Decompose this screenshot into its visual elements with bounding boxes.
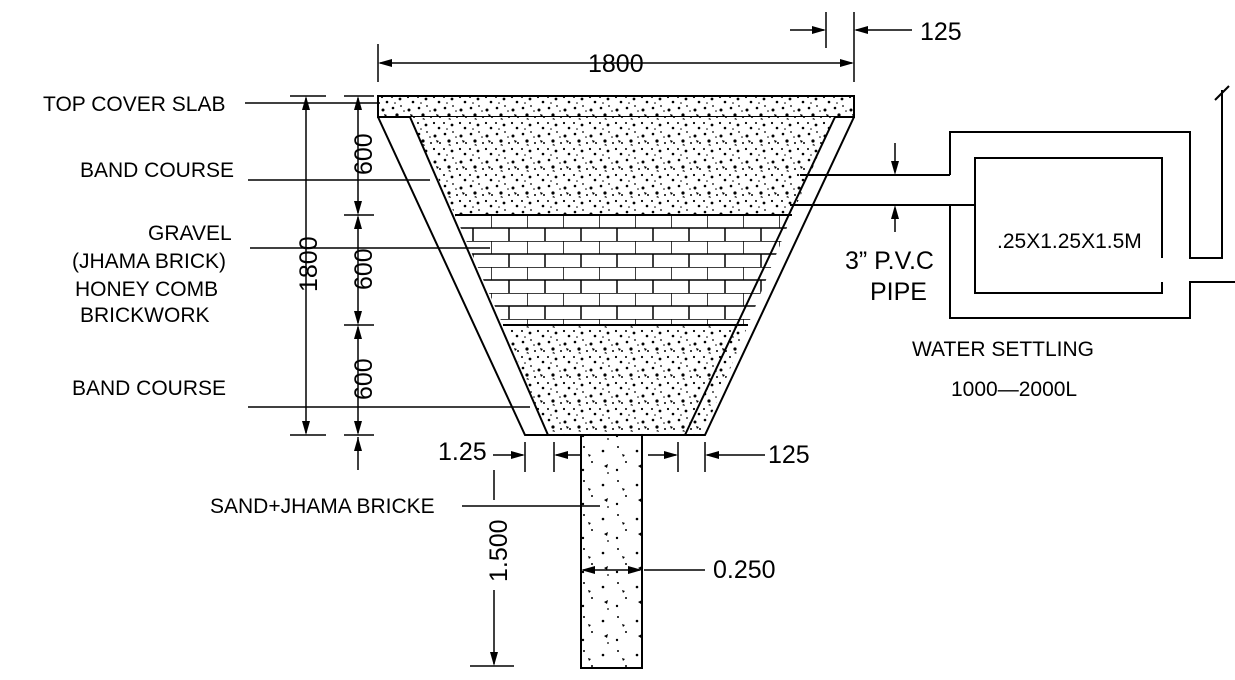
pvc-pipe [790,174,975,206]
label-band-course-lower: BAND COURSE [72,377,226,400]
top-cover-slab [377,95,855,118]
gravel-upper-fill [410,117,835,215]
label-gravel: GRAVEL [148,222,232,245]
dim-column-depth: 1.500 [485,519,513,582]
label-sand-jhama-bricke: SAND+JHAMA BRICKE [210,495,435,518]
label-honey-comb: HONEY COMB [75,278,218,301]
water-settling-tank [949,85,1235,319]
sand-jhama-column [580,434,643,669]
dimension-arrowheads [302,26,899,666]
gravel-lower-fill [503,325,748,435]
label-pvc-pipe: 3” P.V.C [845,247,934,275]
honeycomb-brickwork-fill [455,215,792,325]
dim-total-height: 1800 [295,236,323,292]
label-capacity: 1000—2000L [951,378,1077,401]
dim-layer-3: 600 [350,358,378,400]
label-brickwork: BRICKWORK [80,304,210,327]
label-jhama-brick: (JHAMA BRICK) [72,250,226,273]
label-tank-size: .25X1.25X1.5M [997,230,1142,253]
dim-column-width: 0.250 [713,556,776,584]
dim-base-left: 1.25 [438,438,487,466]
dim-layer-2: 600 [350,248,378,290]
leader-lines [245,102,600,507]
dim-base-right: 125 [768,441,810,469]
label-pipe: PIPE [870,278,927,306]
dim-top-right-offset: 125 [920,18,962,46]
label-water-settling: WATER SETTLING [912,338,1094,361]
dim-layer-1: 600 [350,133,378,175]
dim-top-width: 1800 [588,50,644,78]
label-top-cover-slab: TOP COVER SLAB [43,93,225,116]
pit-outline [377,116,855,436]
label-band-course-upper: BAND COURSE [80,159,234,182]
